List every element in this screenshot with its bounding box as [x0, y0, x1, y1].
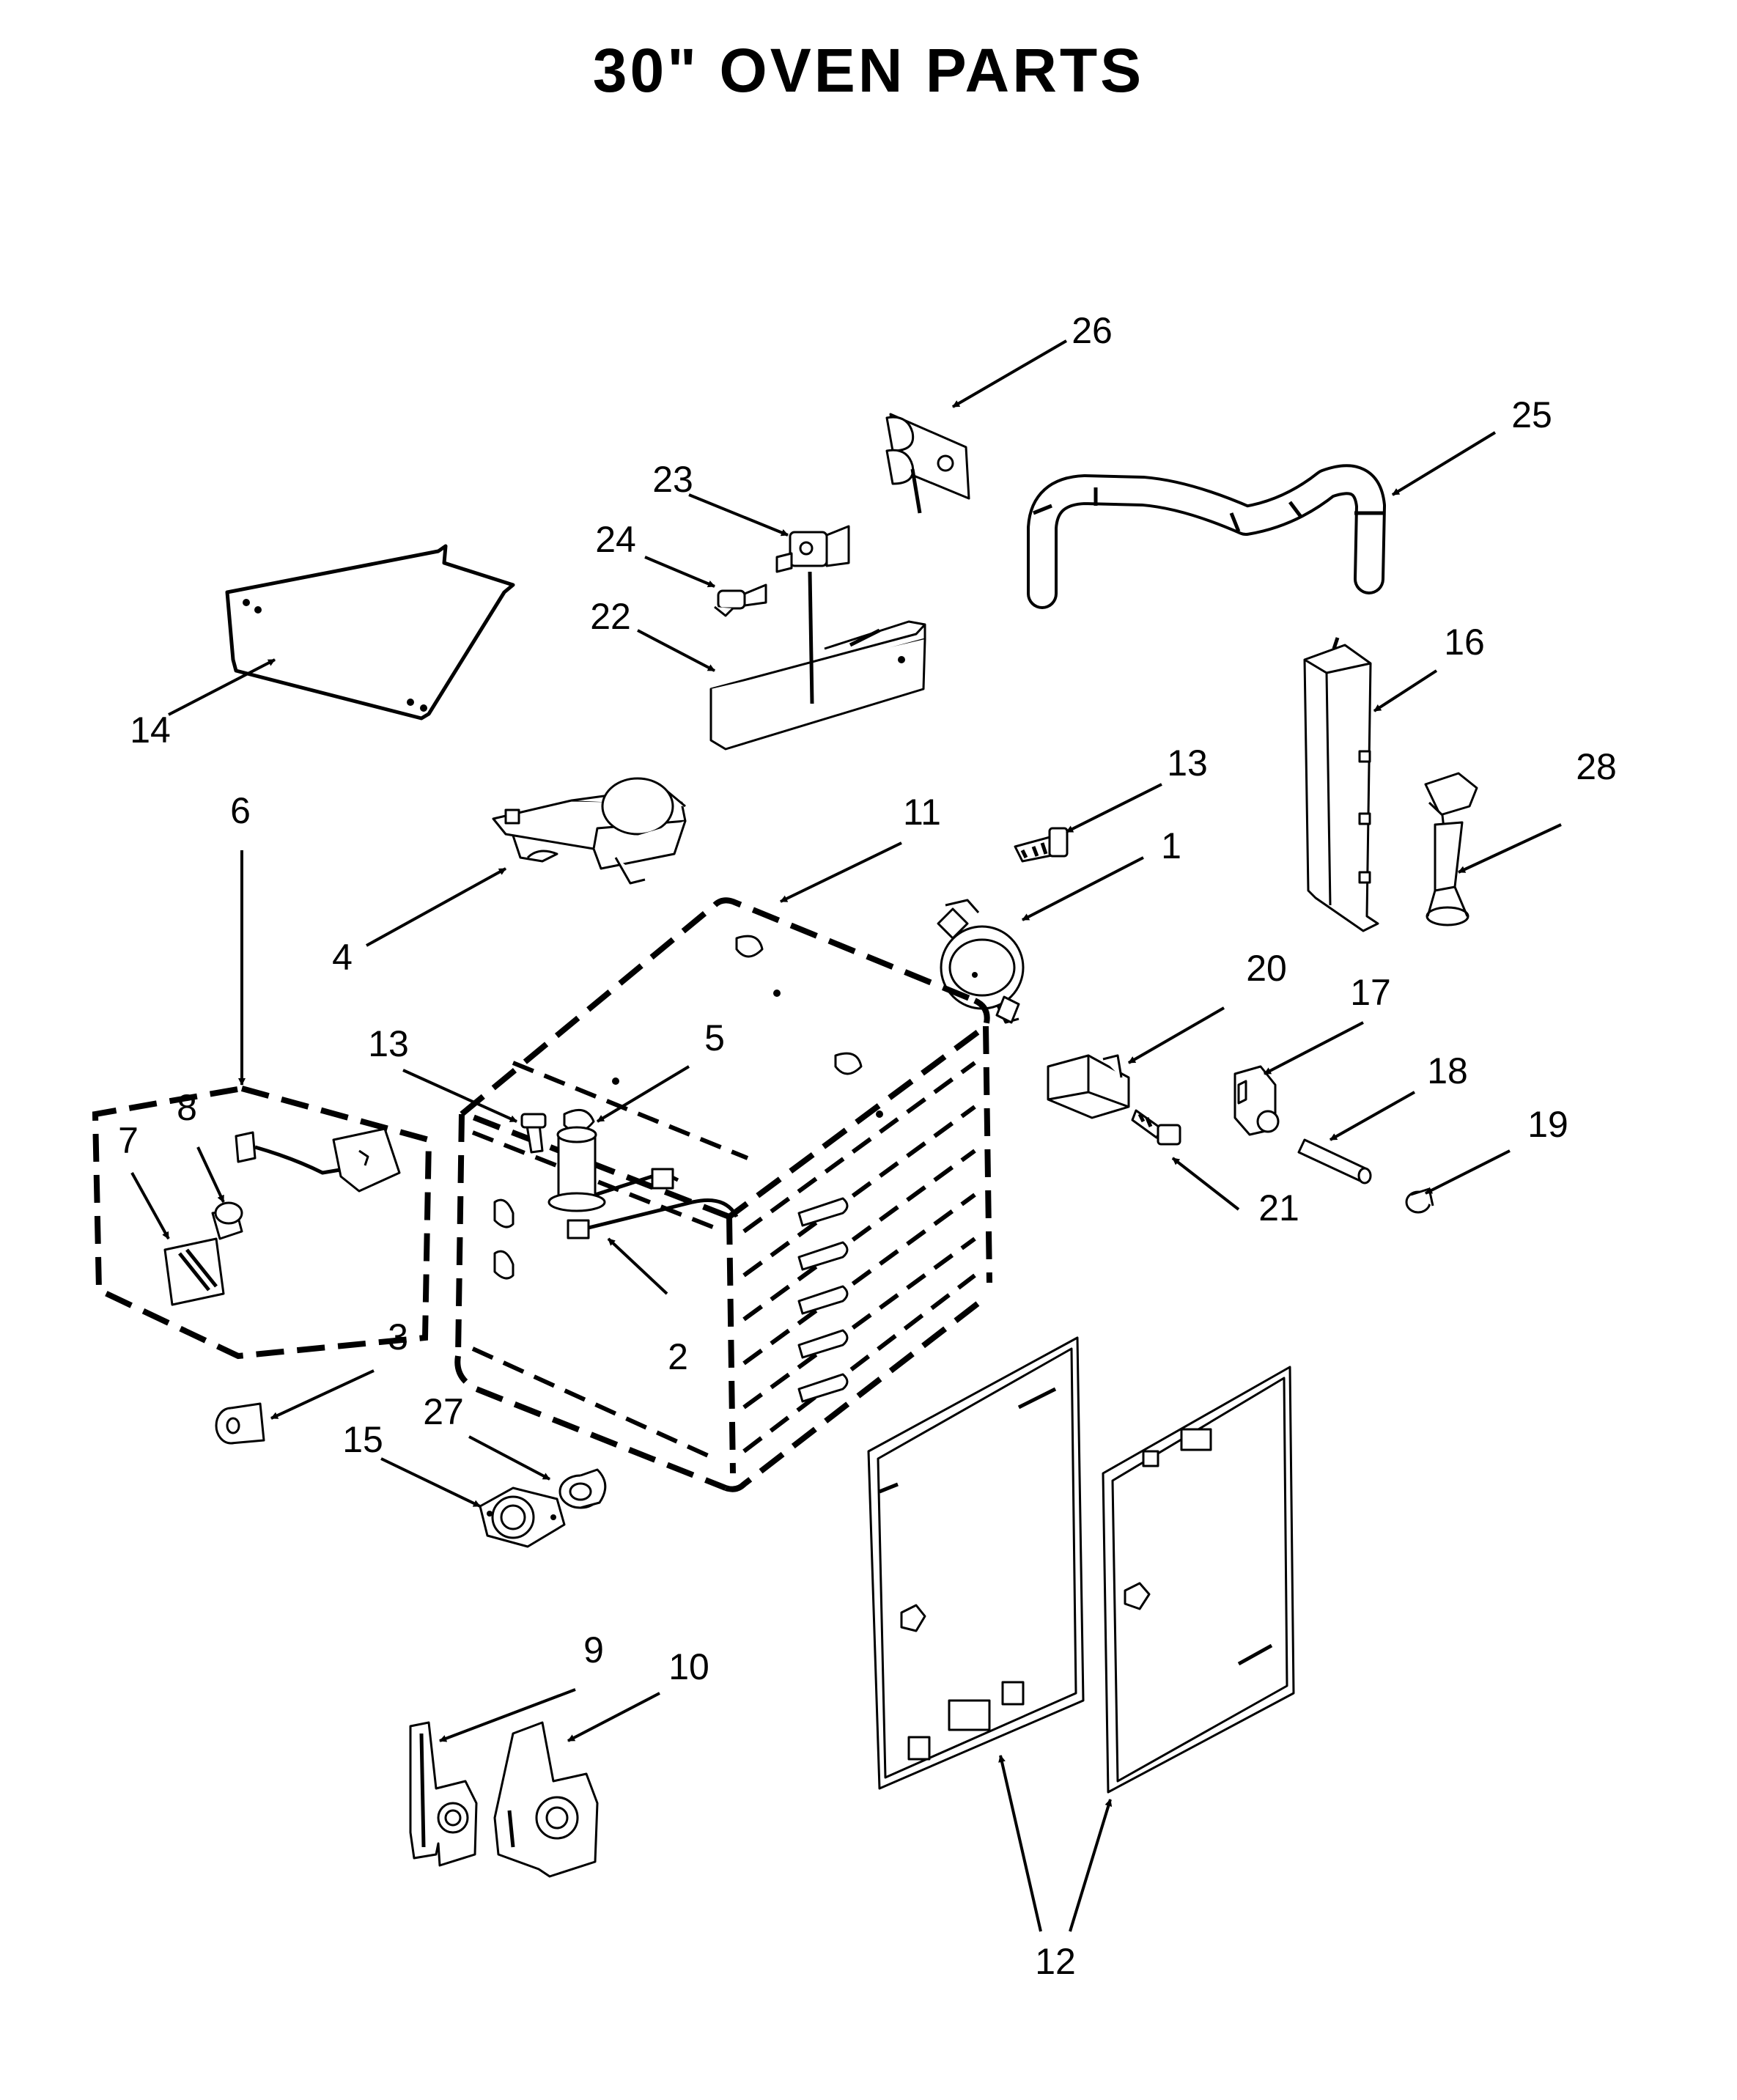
callout-18: 18 — [1427, 1050, 1468, 1091]
callout-9: 9 — [583, 1629, 604, 1670]
callout-28: 28 — [1576, 746, 1617, 787]
callout-26: 26 — [1072, 310, 1113, 351]
callout-24: 24 — [595, 519, 636, 560]
part-oven-cavity — [454, 897, 992, 1492]
part-bracket — [885, 413, 970, 514]
callout-11: 11 — [903, 792, 941, 833]
callout-19: 19 — [1527, 1104, 1568, 1145]
callout-labels: 1 2 3 4 5 6 7 8 9 10 11 12 13 13 14 15 1… — [118, 310, 1617, 1982]
callout-1: 1 — [1161, 825, 1181, 866]
part-side-panel-left — [867, 1336, 1085, 1790]
part-switch — [1233, 1065, 1280, 1136]
part-thermal-fuse — [937, 899, 1025, 1024]
callout-20: 20 — [1246, 948, 1287, 989]
callout-6: 6 — [230, 790, 251, 831]
part-mounting-bracket — [1047, 1054, 1130, 1119]
part-pump — [1424, 772, 1478, 926]
part-channel-bracket — [709, 571, 926, 751]
part-wire-harness — [567, 1198, 739, 1239]
part-valve — [775, 525, 850, 573]
part-screw-right — [1014, 827, 1069, 863]
callout-14: 14 — [130, 710, 171, 751]
part-side-panel-right — [1102, 1366, 1295, 1794]
callout-27: 27 — [423, 1391, 464, 1432]
page-title: 30" OVEN PARTS — [592, 36, 1145, 105]
callout-7: 7 — [118, 1120, 139, 1161]
callout-15: 15 — [342, 1419, 383, 1460]
callout-17: 17 — [1350, 972, 1391, 1013]
part-bearing-ring — [558, 1468, 607, 1509]
callout-8: 8 — [177, 1087, 197, 1128]
part-fitting — [714, 583, 767, 617]
callout-25: 25 — [1511, 394, 1552, 435]
callout-16: 16 — [1444, 622, 1485, 663]
part-rod — [1297, 1138, 1372, 1185]
callout-13-right: 13 — [1167, 743, 1208, 784]
part-hinge-left — [409, 1721, 478, 1867]
callout-4: 4 — [332, 937, 353, 978]
part-cap — [215, 1402, 265, 1445]
part-top-plate — [225, 544, 515, 721]
part-control-box — [1303, 637, 1379, 932]
callout-22: 22 — [590, 596, 631, 637]
part-light-assembly — [92, 1085, 432, 1360]
part-motor-plate — [479, 1486, 566, 1548]
part-hinge-right — [493, 1721, 599, 1878]
callout-5: 5 — [704, 1017, 725, 1058]
callout-23: 23 — [652, 459, 693, 500]
part-oven-sensor — [547, 1126, 679, 1212]
leader-lines — [130, 339, 1562, 1932]
part-latch — [492, 777, 687, 885]
callout-3: 3 — [388, 1316, 408, 1357]
part-tube — [1027, 464, 1386, 609]
part-screw-21 — [1131, 1109, 1181, 1146]
callout-13-left: 13 — [368, 1023, 409, 1064]
part-screw-left — [520, 1113, 547, 1154]
callout-2: 2 — [668, 1336, 688, 1377]
callout-21: 21 — [1258, 1187, 1299, 1228]
callout-12: 12 — [1035, 1941, 1076, 1982]
callout-10: 10 — [668, 1646, 709, 1687]
